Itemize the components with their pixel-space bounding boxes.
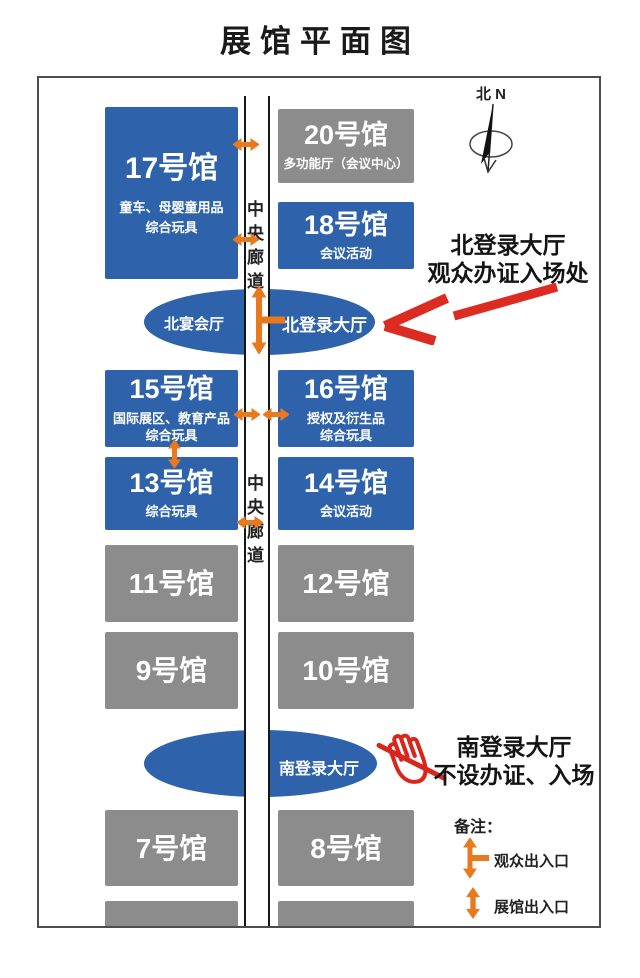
hall-17-title: 17号馆 xyxy=(124,152,219,185)
hall-15-title: 15号馆 xyxy=(129,373,214,404)
no-entry-hand-icon xyxy=(376,733,447,784)
hall-12: 12号馆 xyxy=(278,545,414,622)
hall-17: 17号馆 童车、母婴童用品 综合玩具 xyxy=(105,107,238,279)
south-registration-hall-label: 南登录大厅 xyxy=(279,761,360,778)
south-registration-note: 南登录大厅 不设办证、入场 xyxy=(419,733,599,789)
hall-entrance-arrow-icon xyxy=(233,233,259,246)
hall-13-desc-1: 综合玩具 xyxy=(145,504,198,520)
hall-entrance-arrow-icon xyxy=(237,516,263,529)
hall-8: 8号馆 xyxy=(278,810,414,886)
hall-16-desc-1: 授权及衍生品 xyxy=(306,410,385,426)
hall-18-title: 18号馆 xyxy=(303,209,389,240)
hall-9-title: 9号馆 xyxy=(135,655,208,686)
hall-stub-left xyxy=(105,901,238,926)
legend-title: 备注： xyxy=(454,819,503,836)
hall-20-desc-1: 多功能厅（会议中心） xyxy=(283,157,409,172)
hall-15-desc-2: 综合玩具 xyxy=(145,427,198,443)
hall-13: 13号馆 综合玩具 xyxy=(105,457,238,530)
north-note-line2: 观众办证入场处 xyxy=(427,260,589,287)
hall-15: 15号馆 国际展区、教育产品 综合玩具 xyxy=(105,370,238,447)
hall-15-desc-1: 国际展区、教育产品 xyxy=(112,410,230,426)
hall-stub-right xyxy=(278,901,414,926)
central-corridor xyxy=(244,96,270,926)
hall-20-title: 20号馆 xyxy=(303,120,389,151)
hall-entrance-arrow-icon xyxy=(263,408,289,421)
hall-16-title: 16号馆 xyxy=(303,373,389,404)
hall-14: 14号馆 会议活动 xyxy=(278,457,414,530)
north-registration-hall-label: 北登录大厅 xyxy=(282,316,367,335)
hall-7-title: 7号馆 xyxy=(135,832,208,864)
hall-entrance-arrow-icon xyxy=(234,408,260,421)
visitor-entrance-arrow-icon xyxy=(251,286,285,354)
north-label: 北 N xyxy=(475,86,506,103)
hall-14-desc-1: 会议活动 xyxy=(319,504,372,520)
page-title: 展馆平面图 xyxy=(220,24,420,59)
south-note-line2: 不设办证、入场 xyxy=(433,762,595,789)
north-registration-note: 北登录大厅 观众办证入场处 xyxy=(413,231,599,287)
north-note-line1: 北登录大厅 xyxy=(450,232,566,258)
hall-11-title: 11号馆 xyxy=(128,568,215,599)
hall-10-title: 10号馆 xyxy=(302,655,390,686)
hall-20: 20号馆 多功能厅（会议中心） xyxy=(278,109,414,183)
north-banquet-hall-label: 北宴会厅 xyxy=(164,316,225,333)
north-hall-pointer-arrow-icon xyxy=(382,283,559,345)
hall-8-title: 8号馆 xyxy=(310,832,382,864)
hall-17-desc-1: 童车、母婴童用品 xyxy=(119,199,224,215)
floor-plan-frame: 北宴会厅 北登录大厅 南登录大厅 中央廊道 中央廊道 17号馆 童车、母婴童用品… xyxy=(37,76,601,928)
hall-16-desc-2: 综合玩具 xyxy=(319,427,372,443)
hall-18: 18号馆 会议活动 xyxy=(278,202,414,269)
hall-entrance-arrow-icon xyxy=(168,440,181,468)
hall-entrance-arrow-icon xyxy=(233,138,259,151)
hall-17-desc-2: 综合玩具 xyxy=(145,219,198,235)
hall-9: 9号馆 xyxy=(105,632,238,709)
hall-entrance-icon xyxy=(466,886,480,920)
legend-visitor-entrance-label: 观众出入口 xyxy=(494,853,570,870)
visitor-entrance-icon xyxy=(463,838,489,878)
hall-16: 16号馆 授权及衍生品 综合玩具 xyxy=(278,370,414,447)
central-corridor-label-top: 中央廊道 xyxy=(244,200,263,296)
hall-12-title: 12号馆 xyxy=(302,568,390,599)
hall-7: 7号馆 xyxy=(105,810,238,886)
hall-10: 10号馆 xyxy=(278,632,414,709)
hall-18-desc-1: 会议活动 xyxy=(319,246,372,262)
hall-14-title: 14号馆 xyxy=(303,467,389,498)
hall-11: 11号馆 xyxy=(105,545,238,622)
north-compass-icon xyxy=(469,103,513,174)
legend-hall-entrance-label: 展馆出入口 xyxy=(494,899,570,916)
south-note-line1: 南登录大厅 xyxy=(456,734,572,760)
hall-13-title: 13号馆 xyxy=(129,467,214,498)
